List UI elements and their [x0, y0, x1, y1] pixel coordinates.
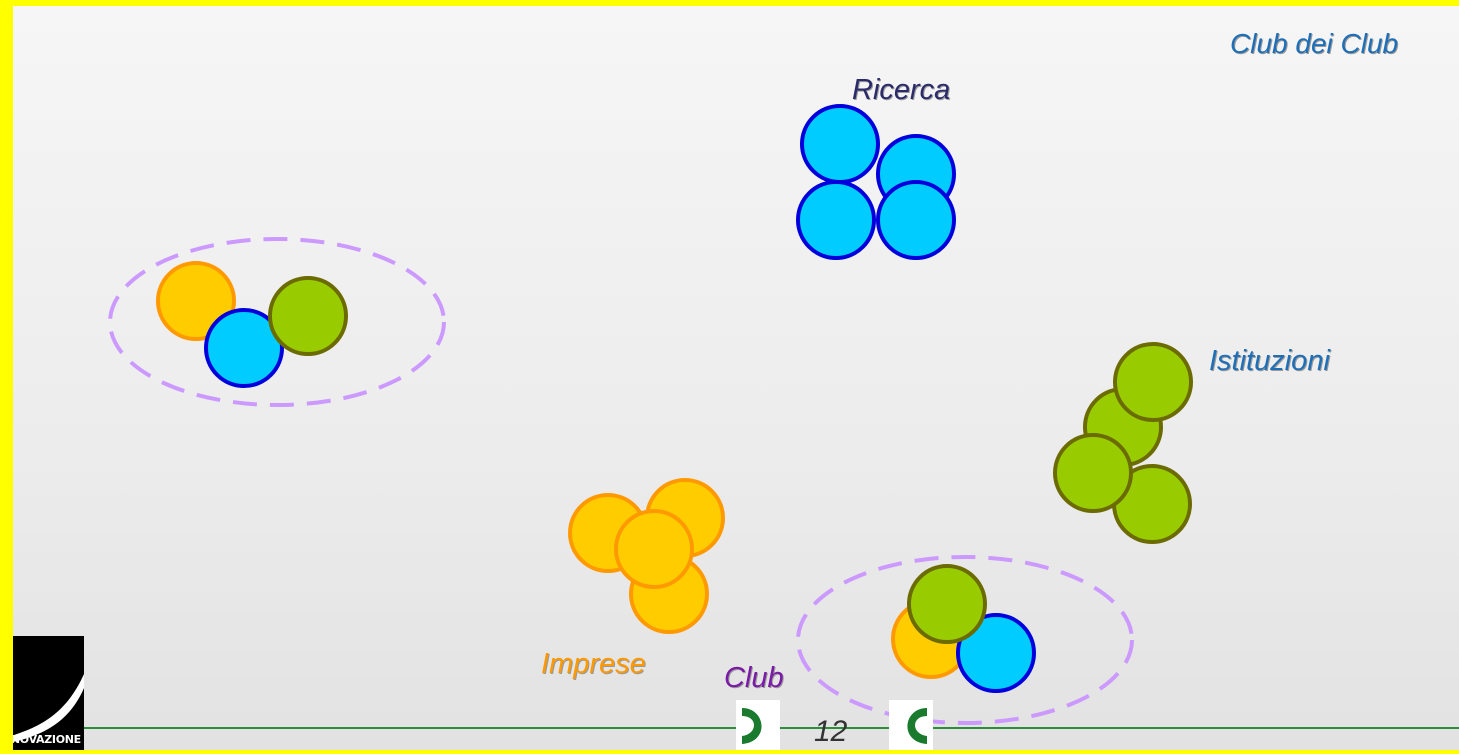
companies-group [568, 478, 725, 634]
bracket-right-icon [742, 708, 762, 744]
research-circle [800, 104, 880, 184]
research-circle [204, 308, 284, 388]
institution-circle [1053, 433, 1133, 513]
club-label: Club [724, 662, 784, 694]
page-next-button[interactable] [889, 700, 933, 750]
logo: NNOVAZIONE [0, 636, 84, 750]
research-group [796, 104, 956, 260]
club-ellipse-left [108, 237, 446, 407]
research-circle [956, 613, 1036, 693]
page-prev-button[interactable] [736, 700, 780, 750]
institution-circle [907, 564, 987, 644]
research-circle [796, 180, 876, 260]
club-left-group [156, 261, 348, 388]
slide-title: Club dei Club [1230, 28, 1399, 59]
institutions-group [1053, 342, 1193, 544]
research-label: Ricerca [852, 74, 951, 106]
institution-circle [1113, 342, 1193, 422]
club-bottom-group [891, 564, 1036, 693]
club-ellipse-bottom [796, 555, 1134, 725]
page-number: 12 [814, 715, 848, 748]
company-circle [614, 509, 694, 589]
logo-text: NNOVAZIONE [2, 733, 81, 746]
institutions-label: Istituzioni [1209, 345, 1330, 377]
companies-label: Imprese [541, 648, 646, 680]
bracket-left-icon [907, 708, 927, 744]
institution-circle [268, 276, 348, 356]
company-circle [156, 261, 236, 341]
research-circle [876, 180, 956, 260]
